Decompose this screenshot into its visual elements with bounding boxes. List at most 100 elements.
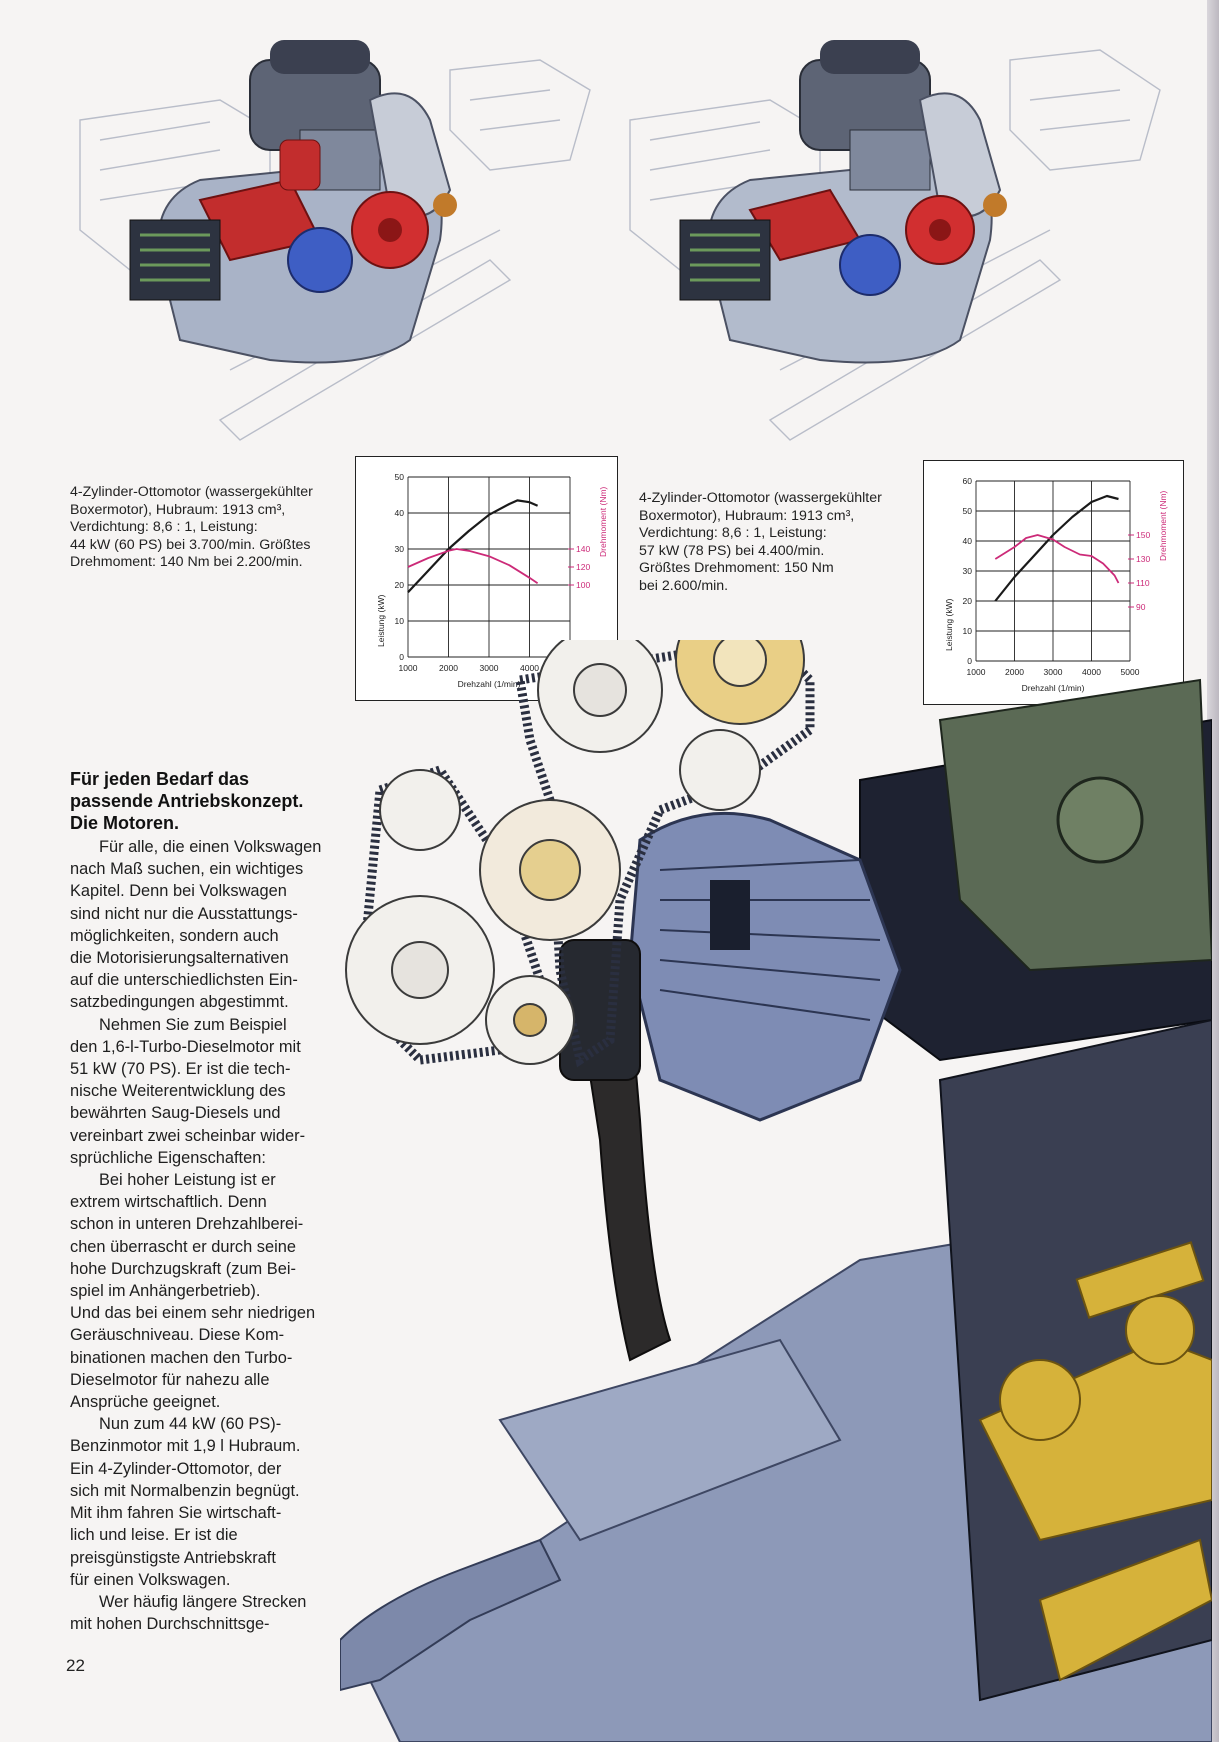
y-tick-label: 30 xyxy=(963,566,973,576)
y2-tick-label: 100 xyxy=(576,580,590,590)
x-tick-label: 4000 xyxy=(520,663,539,673)
text-line: extrem wirtschaftlich. Denn xyxy=(70,1193,267,1212)
x-tick-label: 1000 xyxy=(399,663,418,673)
text-line: schon in unteren Drehzahlberei- xyxy=(70,1215,304,1234)
text-line: chen überrascht er durch seine xyxy=(70,1237,296,1256)
text-line: Mit ihm fahren Sie wirtschaft- xyxy=(70,1504,282,1523)
text-line: für einen Volkswagen. xyxy=(70,1570,231,1589)
text-line: Kapitel. Denn bei Volkswagen xyxy=(70,882,287,901)
text-line: den 1,6-l-Turbo-Dieselmotor mit xyxy=(70,1037,301,1056)
x-tick-label: 3000 xyxy=(1044,667,1063,677)
article-headline: Für jeden Bedarf das passende Antriebsko… xyxy=(70,768,338,834)
x-tick-label: 4000 xyxy=(1082,667,1101,677)
article-paragraph-5: Wer häufig längere Strecken mit hohen Du… xyxy=(70,1591,338,1635)
text-line: Dieselmotor für nahezu alle xyxy=(70,1370,270,1389)
text-line: Nun zum 44 kW (60 PS)- xyxy=(99,1415,282,1434)
y-tick-label: 0 xyxy=(399,652,404,662)
engine-caption-right: 4-Zylinder-Ottomotor (wassergekühlter Bo… xyxy=(639,490,882,596)
turbo-diesel-engine-illustration xyxy=(340,640,1212,1742)
chart-plot-left: 1000200030004000500001020304050140120100… xyxy=(376,472,608,689)
y2-axis-label: Drehmoment (Nm) xyxy=(1158,490,1168,561)
headline-line: Die Motoren. xyxy=(70,813,180,833)
chart-grid xyxy=(975,480,1131,662)
text-line: bewährten Saug-Diesels und xyxy=(70,1104,281,1123)
text-line: auf die unterschiedlichsten Ein- xyxy=(70,971,298,990)
y2-tick-label: 120 xyxy=(576,562,590,572)
power-torque-chart-right: 1000 2000 3000 4000 5000 0 10 20 30 40 50 60 150 130 1… xyxy=(923,460,1184,705)
x-tick-label: 2000 xyxy=(439,663,458,673)
x-axis-label: Drehzahl (1/min) xyxy=(1022,683,1085,693)
power-curve-line xyxy=(994,494,1119,602)
caption-line: Boxermotor), Hubraum: 1913 cm³, xyxy=(639,507,855,524)
article-column: Für jeden Bedarf das passende Antriebsko… xyxy=(70,768,338,1635)
text-line: sind nicht nur die Ausstattungs- xyxy=(70,904,298,923)
y-tick-label: 60 xyxy=(963,476,973,486)
x-axis-label: Drehzahl (1/min) xyxy=(458,679,521,689)
torque-curve-line xyxy=(994,534,1120,584)
y-tick-label: 50 xyxy=(963,506,973,516)
y-axis-label: Leistung (kW) xyxy=(376,594,386,647)
x-tick-label: 5000 xyxy=(1121,667,1140,677)
x-tick-label: 3000 xyxy=(480,663,499,673)
y-tick-label: 50 xyxy=(395,472,405,482)
y-tick-label: 20 xyxy=(395,580,405,590)
caption-line: Verdichtung: 8,6 : 1, Leistung: xyxy=(70,519,258,536)
text-line: Benzinmotor mit 1,9 l Hubraum. xyxy=(70,1437,301,1456)
y-axis-label: Leistung (kW) xyxy=(944,598,954,651)
article-paragraph-1: Für alle, die einen Volkswagen nach Maß … xyxy=(70,836,338,1014)
text-line: satzbedingungen abgestimmt. xyxy=(70,993,289,1012)
text-line: Ein 4-Zylinder-Ottomotor, der xyxy=(70,1459,282,1478)
y-tick-label: 40 xyxy=(963,536,973,546)
text-line: Ansprüche geeignet. xyxy=(70,1393,221,1412)
y2-tick-label: 140 xyxy=(576,544,590,554)
caption-line: Drehmoment: 140 Nm bei 2.200/min. xyxy=(70,554,303,571)
text-line: preisgünstigste Antriebskraft xyxy=(70,1548,276,1567)
y2-tick-label: 150 xyxy=(1136,530,1150,540)
text-line: Nehmen Sie zum Beispiel xyxy=(99,1015,287,1034)
text-line: nach Maß suchen, ein wichtiges xyxy=(70,860,304,879)
y-tick-label: 10 xyxy=(963,626,973,636)
x-tick-label: 2000 xyxy=(1005,667,1024,677)
y-tick-label: 10 xyxy=(395,616,405,626)
headline-line: passende Antriebskonzept. xyxy=(70,791,304,811)
article-paragraph-4: Nun zum 44 kW (60 PS)- Benzinmotor mit 1… xyxy=(70,1413,338,1591)
y2-axis-label: Drehmoment (Nm) xyxy=(598,486,608,557)
text-line: möglichkeiten, sondern auch xyxy=(70,926,279,945)
y2-tick-label: 130 xyxy=(1136,554,1150,564)
text-line: Geräuschniveau. Diese Kom- xyxy=(70,1326,285,1345)
page-number: 22 xyxy=(66,1656,85,1675)
caption-line: 4-Zylinder-Ottomotor (wassergekühlter xyxy=(639,490,882,506)
caption-line: Boxermotor), Hubraum: 1913 cm³, xyxy=(70,501,286,518)
caption-line: Größtes Drehmoment: 150 Nm xyxy=(639,560,834,577)
caption-line: 4-Zylinder-Ottomotor (wassergekühlter xyxy=(70,484,313,500)
torque-curve-line xyxy=(407,548,539,584)
text-line: Für alle, die einen Volkswagen xyxy=(99,838,322,856)
text-line: nische Weiterentwicklung des xyxy=(70,1082,286,1101)
y-tick-label: 30 xyxy=(395,544,405,554)
y2-tick-label: 110 xyxy=(1136,578,1150,588)
y2-tick-label: 90 xyxy=(1136,602,1146,612)
text-line: sprüchliche Eigenschaften: xyxy=(70,1148,266,1167)
article-paragraph-3: Bei hoher Leistung ist er extrem wirtsch… xyxy=(70,1169,338,1413)
text-line: binationen machen den Turbo- xyxy=(70,1348,293,1367)
engine-caption-left: 4-Zylinder-Ottomotor (wassergekühlter Bo… xyxy=(70,484,313,572)
caption-line: Verdichtung: 8,6 : 1, Leistung: xyxy=(639,525,827,542)
y-tick-label: 0 xyxy=(967,656,972,666)
text-line: sich mit Normalbenzin begnügt. xyxy=(70,1481,300,1500)
text-line: spiel im Anhängerbetrieb). xyxy=(70,1282,261,1301)
boxer-engine-illustration-right xyxy=(629,40,1161,441)
boxer-engine-illustration-left xyxy=(79,40,591,441)
text-line: die Motorisierungsalternativen xyxy=(70,949,289,968)
text-line: lich und leise. Er ist die xyxy=(70,1526,238,1545)
x-tick-label: 1000 xyxy=(967,667,986,677)
caption-line: 57 kW (78 PS) bei 4.400/min. xyxy=(639,542,825,559)
text-line: vereinbart zwei scheinbar wider- xyxy=(70,1126,306,1145)
text-line: Und das bei einem sehr niedrigen xyxy=(70,1304,316,1323)
chart-plot-right: 1000 2000 3000 4000 5000 0 10 20 30 40 50 60 150 130 1… xyxy=(944,476,1168,693)
article-paragraph-2: Nehmen Sie zum Beispiel den 1,6-l-Turbo-… xyxy=(70,1014,338,1169)
caption-line: bei 2.600/min. xyxy=(639,577,729,594)
y-tick-label: 20 xyxy=(963,596,973,606)
power-curve-line xyxy=(407,499,539,593)
text-line: Wer häufig längere Strecken xyxy=(99,1592,307,1611)
caption-line: 44 kW (60 PS) bei 3.700/min. Größtes xyxy=(70,536,311,553)
